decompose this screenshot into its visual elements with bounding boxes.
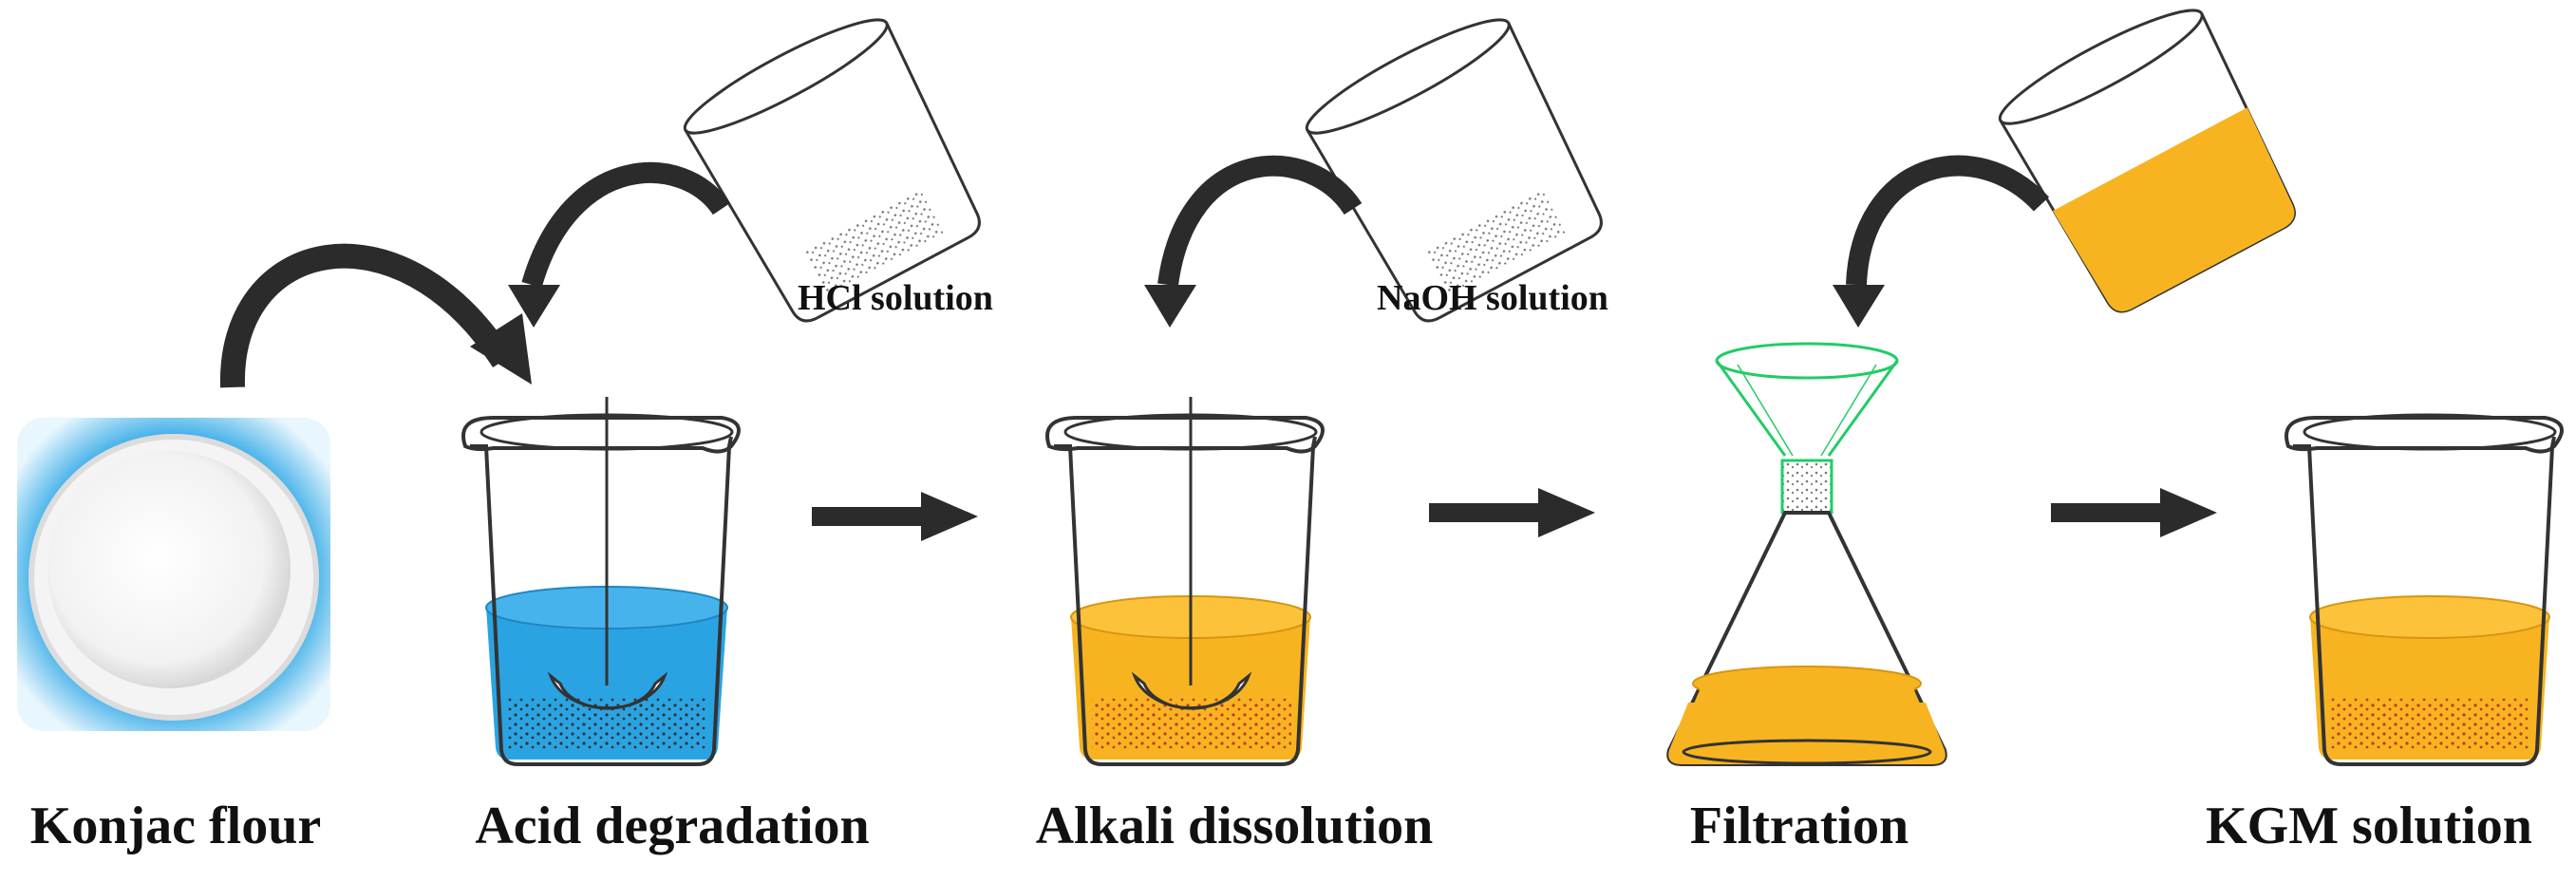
- curved-arrow-naoh-head: [1144, 285, 1196, 328]
- process-arrow-1: [812, 492, 978, 541]
- curved-arrow-flour-head: [470, 313, 532, 385]
- naoh-pouring-beaker: [1305, 18, 1603, 323]
- stage-label-alkali-dissolution: Alkali dissolution: [1035, 797, 1434, 855]
- curved-arrow-hcl: [521, 162, 731, 289]
- konjac-flour-image: [17, 418, 330, 731]
- curved-arrow-filtration-head: [1833, 285, 1885, 328]
- curved-arrow-naoh: [1157, 155, 1363, 287]
- curved-arrow-filtration: [1846, 155, 2050, 286]
- filtration-flask: [1666, 342, 1947, 766]
- curved-arrow-flour: [219, 243, 514, 388]
- kgm-pouring-beaker: [1998, 9, 2296, 313]
- hcl-pouring-beaker: [683, 18, 981, 323]
- stage-label-filtration: Filtration: [1689, 797, 1909, 855]
- stage-label-acid-degradation: Acid degradation: [475, 797, 870, 855]
- stage-label-konjac-flour: Konjac flour: [29, 797, 322, 855]
- hcl-solution-label: HCl solution: [798, 278, 993, 318]
- stage-label-kgm-solution: KGM solution: [2206, 797, 2532, 855]
- alkali-dissolution-beaker: [1045, 397, 1325, 766]
- kgm-solution-beaker: [2285, 413, 2564, 766]
- curved-arrow-hcl-head: [508, 285, 560, 328]
- process-arrow-3: [2051, 488, 2217, 537]
- process-arrow-2: [1429, 488, 1595, 537]
- acid-degradation-beaker: [461, 397, 741, 766]
- naoh-solution-label: NaOH solution: [1377, 278, 1608, 318]
